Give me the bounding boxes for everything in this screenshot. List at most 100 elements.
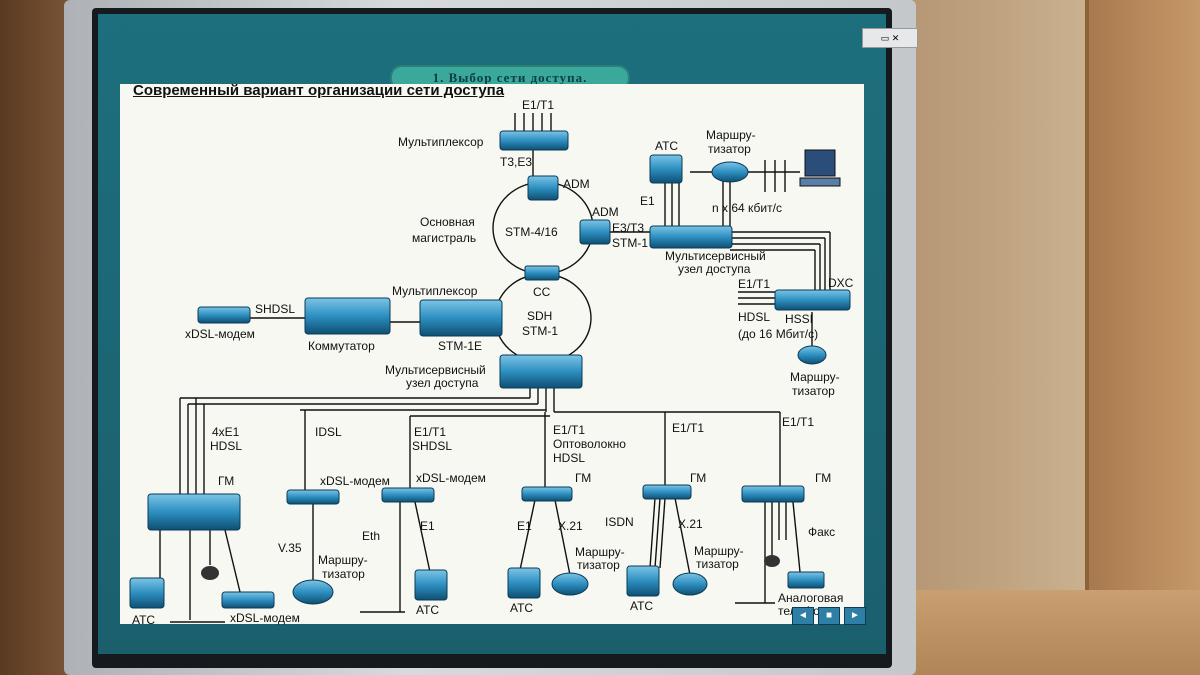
label-b4-router-2: тизатор — [577, 558, 620, 572]
adm-top-icon — [527, 175, 559, 201]
label-e1t1-top: E1/T1 — [522, 98, 554, 112]
label-cc: CC — [533, 285, 551, 299]
label-b2-a: IDSL — [315, 425, 342, 439]
label-router-right-1: Маршру- — [790, 370, 840, 384]
label-dxc: DXC — [828, 276, 854, 290]
device-icons — [129, 130, 851, 609]
multiplexer-top-icon — [499, 130, 569, 151]
label-t3e3: T3,E3 — [500, 155, 532, 169]
pc-icon — [804, 149, 836, 177]
label-atc-top: АТС — [655, 139, 678, 153]
label-mux-mid: Мультиплексор — [392, 284, 478, 298]
label-b1-atc: АТС — [132, 613, 155, 627]
label-nx64: n x 64 кбит/с — [712, 201, 782, 215]
slide-heading: Современный вариант организации сети дос… — [133, 82, 505, 99]
label-sdh: SDH — [527, 309, 552, 323]
label-b2-router-2: тизатор — [322, 567, 365, 581]
label-msn-top-2: узел доступа — [678, 262, 751, 276]
label-b1-a: 4xE1 — [212, 425, 240, 439]
label-switch: Коммутатор — [308, 339, 375, 353]
label-hssi: HSSI — [785, 312, 813, 326]
label-hdsl-right: HDSL — [738, 310, 770, 324]
label-b4-b: Оптоволокно — [553, 437, 626, 451]
label-b2-router-1: Маршру- — [318, 553, 368, 567]
label-b1-gm: ГМ — [218, 474, 234, 488]
label-upto16: (до 16 Мбит/с) — [738, 327, 818, 341]
atc-branch1-icon — [129, 577, 165, 609]
label-b5-x21: X.21 — [678, 517, 703, 531]
label-backbone-1: Основная — [420, 215, 475, 229]
xdsl-modem-branch1-icon — [221, 591, 275, 609]
xdsl-modem-left-icon — [197, 306, 251, 324]
gm-branch6-icon — [741, 485, 805, 503]
phone-branch1-icon — [201, 566, 219, 580]
label-b4-e1: E1 — [517, 519, 532, 533]
xdsl-modem-branch3-icon — [381, 487, 435, 503]
gm-branch5-icon — [642, 484, 692, 500]
label-b3-atc: АТС — [416, 603, 439, 617]
router-branch2-icon — [292, 579, 334, 605]
gm-branch4-icon — [521, 486, 573, 502]
label-mux-top: Мультиплексор — [398, 135, 484, 149]
label-b2-modem: xDSL-модем — [320, 474, 390, 488]
window-controls[interactable]: ▭ ✕ — [862, 28, 918, 48]
label-msn-bottom-2: узел доступа — [406, 376, 479, 390]
label-b4-a: E1/T1 — [553, 423, 585, 437]
label-b4-router-1: Маршру- — [575, 545, 625, 559]
switch-icon — [304, 297, 391, 335]
label-stm416: STM-4/16 — [505, 225, 558, 239]
label-msn-top-1: Мультисервисный — [665, 249, 766, 263]
atc-top-icon — [649, 154, 683, 184]
label-b5-router-2: тизатор — [696, 557, 739, 571]
label-b3-a: E1/T1 — [414, 425, 446, 439]
door — [1085, 0, 1200, 600]
label-router-right-2: тизатор — [792, 384, 835, 398]
label-b6-a: E1/T1 — [782, 415, 814, 429]
label-xdsl-modem-left: xDSL-модем — [185, 327, 255, 341]
dxc-icon — [774, 289, 851, 311]
label-b3-e1: E1 — [420, 519, 435, 533]
label-stm1: STM-1 — [522, 324, 558, 338]
cc-icon — [524, 265, 560, 281]
label-b4-gm: ГМ — [575, 471, 591, 485]
phone-branch6-icon — [764, 555, 780, 567]
label-b3-b: SHDSL — [412, 439, 452, 453]
label-b4-atc: АТС — [510, 601, 533, 615]
router-right-icon — [797, 345, 827, 365]
prev-slide-button[interactable]: ◄ — [792, 607, 814, 625]
desk — [880, 590, 1200, 675]
stop-button[interactable]: ■ — [818, 607, 840, 625]
label-b5-atc: АТС — [630, 599, 653, 613]
label-msn-bottom-1: Мультисервисный — [385, 363, 486, 377]
atc-branch5-icon — [626, 565, 660, 597]
router-top-icon — [711, 161, 749, 183]
label-b6-fax: Факс — [808, 525, 835, 539]
label-b4-x21: X.21 — [558, 519, 583, 533]
next-slide-button[interactable]: ► — [844, 607, 866, 625]
label-stm1e: STM-1E — [438, 339, 482, 353]
label-adm2: ADM — [592, 205, 619, 219]
label-e3t3: E3/T3 — [612, 221, 644, 235]
label-b3-eth: Eth — [362, 529, 380, 543]
label-b5-router-1: Маршру- — [694, 544, 744, 558]
label-adm1: ADM — [563, 177, 590, 191]
fax-icon — [787, 571, 825, 589]
keyboard-icon — [799, 177, 841, 187]
label-b1-modem: xDSL-модем — [230, 611, 300, 625]
label-router-top-2: тизатор — [708, 142, 751, 156]
multiservice-node-top-icon — [649, 225, 733, 249]
adm-right-icon — [579, 219, 611, 245]
label-shdsl-left: SHDSL — [255, 302, 295, 316]
label-b4-c: HDSL — [553, 451, 585, 465]
gm-branch1-icon — [147, 493, 241, 531]
label-b5-gm: ГМ — [690, 471, 706, 485]
label-e1t1-dxc: E1/T1 — [738, 277, 770, 291]
label-stm1-right: STM-1 — [612, 236, 648, 250]
label-b3-modem: xDSL-модем — [416, 471, 486, 485]
xdsl-modem-branch2-icon — [286, 489, 340, 505]
atc-branch4-icon — [507, 567, 541, 599]
label-backbone-2: магистраль — [412, 231, 476, 245]
label-b6-gm: ГМ — [815, 471, 831, 485]
atc-branch3-icon — [414, 569, 448, 601]
